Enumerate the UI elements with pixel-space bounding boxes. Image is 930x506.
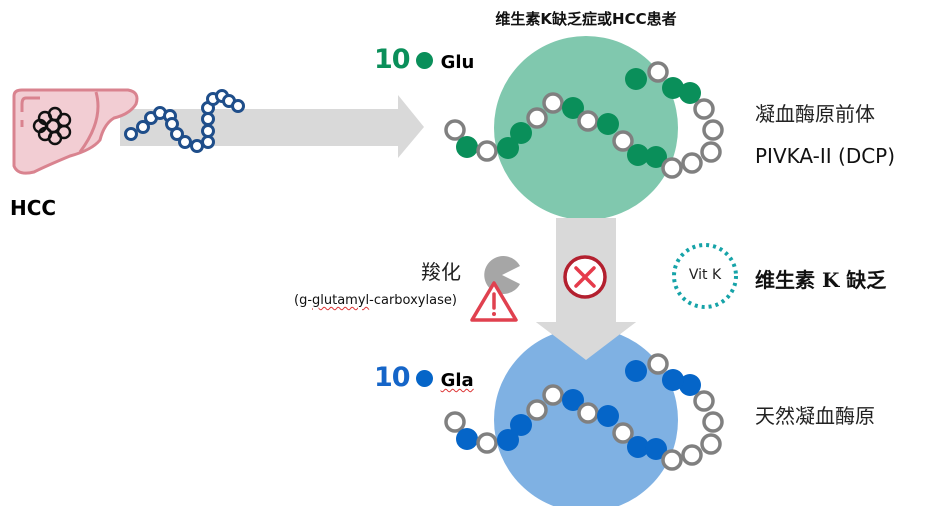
enzyme-prefix: (g- — [294, 293, 313, 308]
residue-bead-open — [681, 444, 703, 466]
residue-bead-filled — [662, 369, 684, 391]
residue-bead-filled — [562, 97, 584, 119]
residue-bead-filled — [645, 438, 667, 460]
residue-bead-open — [542, 384, 564, 406]
residue-bead-filled — [627, 144, 649, 166]
residue-bead-filled — [679, 374, 701, 396]
residue-bead-open — [661, 157, 683, 179]
residue-bead-filled — [662, 77, 684, 99]
glu-label-line2: PIVKA-II (DCP) — [755, 144, 896, 168]
tumor-cluster-icon — [32, 106, 72, 146]
residue-bead-hcc — [190, 139, 204, 153]
residue-bead-filled — [597, 405, 619, 427]
residue-bead-filled — [510, 122, 532, 144]
residue-bead-open — [526, 399, 548, 421]
residue-bead-open — [702, 411, 724, 433]
residue-bead-filled — [597, 113, 619, 135]
residue-bead-open — [577, 402, 599, 424]
residue-bead-filled — [497, 429, 519, 451]
glu-dot-icon — [415, 52, 433, 69]
residue-bead-open — [681, 152, 703, 174]
residue-bead-open — [444, 119, 466, 141]
peptide-chain-gla — [444, 353, 724, 471]
residue-bead-filled — [456, 428, 478, 450]
residue-bead-open — [577, 110, 599, 132]
peptide-chain-hcc — [124, 89, 245, 153]
residue-bead-open — [661, 449, 683, 471]
gla-residue-label: Gla — [440, 370, 474, 391]
residue-bead-open — [693, 98, 715, 120]
residue-bead-hcc — [170, 127, 184, 141]
diagram-title: 维生素K缺乏症或HCC患者 — [495, 10, 677, 28]
glu-residue-label: Glu — [440, 52, 475, 73]
peptide-chain-glu — [444, 61, 724, 179]
gla-count: 10 — [374, 362, 411, 393]
residue-bead-open — [612, 422, 634, 444]
vitk-dotted-ring — [672, 243, 738, 309]
residue-bead-hcc — [201, 135, 215, 149]
residue-bead-filled — [456, 136, 478, 158]
enzyme-squiggle-word: glutamyl — [312, 293, 370, 308]
residue-bead-open — [700, 141, 722, 163]
residue-bead-hcc — [178, 135, 192, 149]
residue-bead-open — [647, 353, 669, 375]
enzyme-name: (g-glutamyl-carboxylase) — [294, 293, 457, 308]
residue-bead-hcc — [201, 112, 215, 126]
residue-bead-open — [700, 433, 722, 455]
residue-bead-filled — [625, 360, 647, 382]
residue-bead-hcc — [231, 99, 245, 113]
residue-bead-hcc — [124, 127, 138, 141]
residue-bead-filled — [679, 82, 701, 104]
residue-bead-open — [542, 92, 564, 114]
gla-count-legend: 10 Gla — [374, 362, 474, 393]
residue-bead-open — [476, 140, 498, 162]
residue-bead-filled — [645, 146, 667, 168]
residue-bead-open — [647, 61, 669, 83]
vertical-arrow-tip — [536, 322, 636, 360]
hcc-label: HCC — [10, 196, 57, 220]
enzyme-suffix: -carboxylase) — [369, 293, 457, 308]
glu-count-legend: 10 Glu — [374, 44, 474, 75]
residue-bead-open — [612, 130, 634, 152]
gla-label: 天然凝血酶原 — [755, 404, 875, 428]
glu-label-line1: 凝血酶原前体 — [755, 102, 875, 126]
warning-triangle-icon — [470, 281, 518, 322]
residue-bead-open — [526, 107, 548, 129]
carboxylation-label: 羧化 — [421, 260, 461, 284]
glu-count: 10 — [374, 44, 411, 75]
residue-bead-open — [444, 411, 466, 433]
liver-icon — [12, 88, 139, 175]
x-circle-icon — [563, 255, 607, 299]
residue-bead-hcc — [201, 124, 215, 138]
residue-bead-hcc — [136, 120, 150, 134]
residue-bead-filled — [562, 389, 584, 411]
residue-bead-filled — [510, 414, 532, 436]
residue-bead-filled — [627, 436, 649, 458]
gla-dot-icon — [415, 370, 433, 387]
residue-bead-filled — [497, 137, 519, 159]
vitk-badge: Vit K — [688, 267, 722, 283]
vitk-deficiency-label: 维生素 K 缺乏 — [755, 268, 887, 292]
residue-bead-open — [702, 119, 724, 141]
residue-bead-filled — [625, 68, 647, 90]
residue-bead-open — [693, 390, 715, 412]
residue-bead-open — [476, 432, 498, 454]
